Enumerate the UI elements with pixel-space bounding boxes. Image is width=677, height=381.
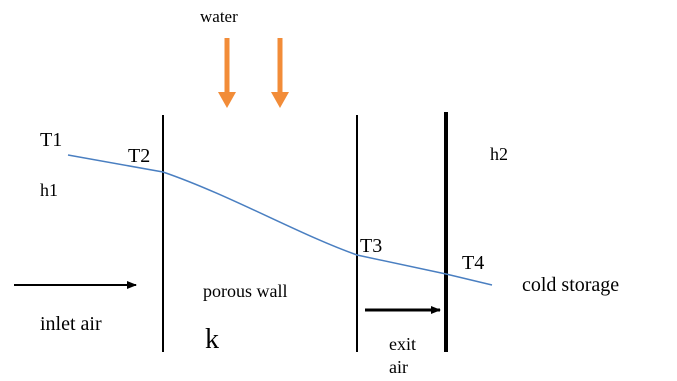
h2-label: h2: [490, 144, 508, 164]
t3-label: T3: [360, 235, 383, 257]
porous-wall-label: porous wall: [203, 281, 288, 301]
t4-label: T4: [462, 252, 485, 274]
water-arrow-right: [271, 38, 289, 108]
inlet-air-label: inlet air: [40, 313, 102, 335]
t2-label: T2: [128, 145, 151, 167]
conductivity-k-label: k: [205, 324, 219, 355]
exit-air-label-line1: exit: [389, 334, 416, 354]
t1-label: T1: [40, 129, 63, 151]
water-arrow-left: [218, 38, 236, 108]
exit-air-label-line2: air: [389, 357, 408, 377]
water-label: water: [200, 7, 238, 26]
cold-storage-label: cold storage: [522, 274, 620, 296]
temperature-profile-curve: [67, 154, 493, 286]
h1-label: h1: [40, 180, 58, 200]
